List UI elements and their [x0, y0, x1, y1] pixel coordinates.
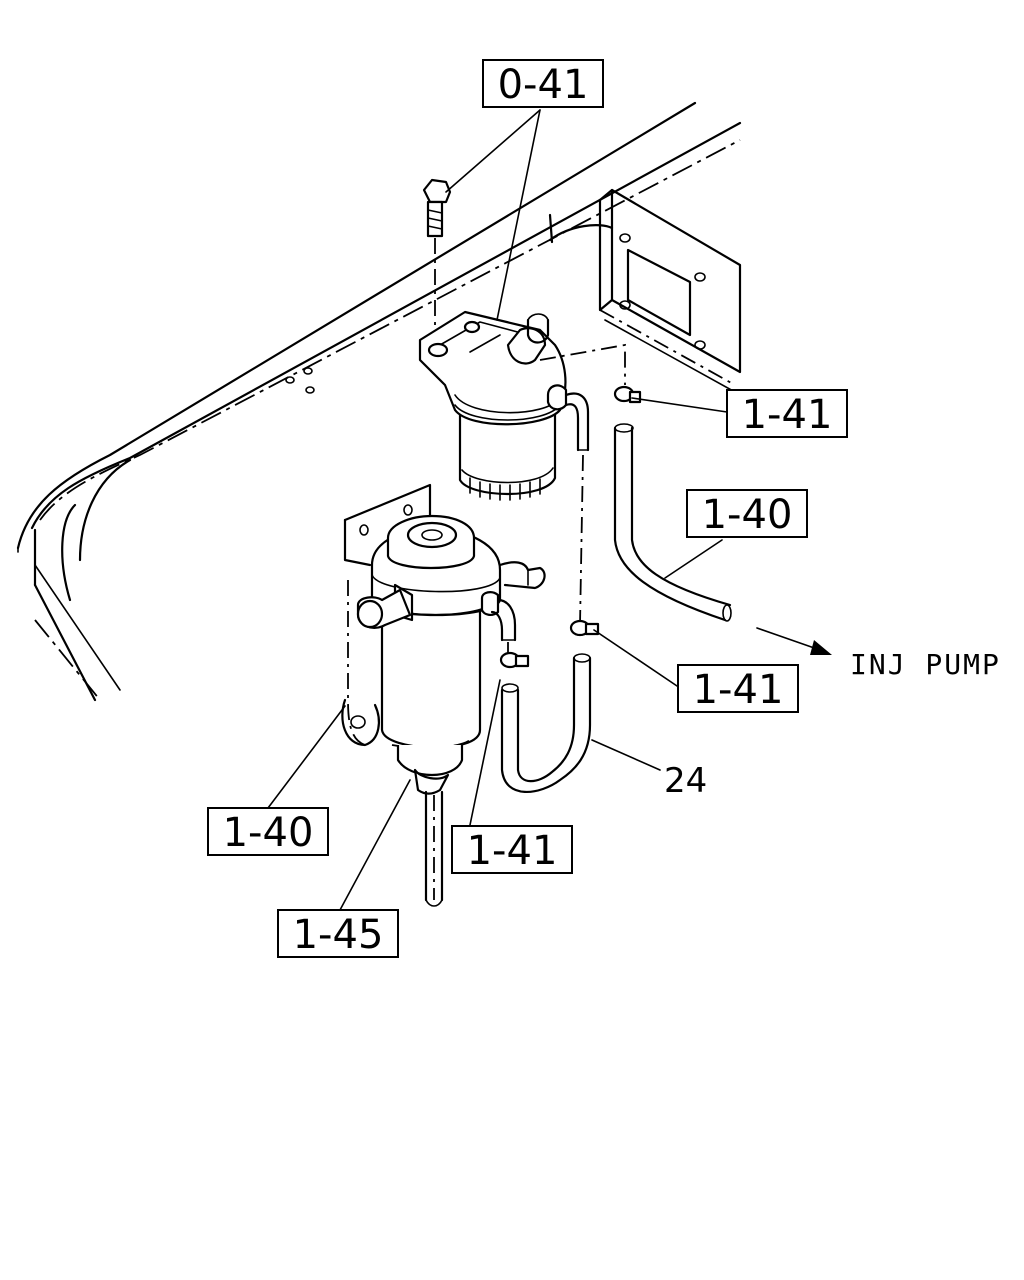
callout-1-40-upper: 1-40 [686, 489, 808, 538]
callout-1-40-lower: 1-40 [207, 807, 329, 856]
callout-text: 1-45 [293, 912, 384, 958]
mounting-bolt [422, 178, 452, 345]
callout-text: 1-40 [223, 810, 314, 856]
fuel-hose-u-shape [500, 653, 592, 793]
callout-text: 1-41 [742, 392, 833, 438]
fuel-hose-to-pump [613, 423, 732, 622]
water-separator-assembly [341, 483, 546, 907]
callout-text: 1-41 [467, 828, 558, 874]
callout-1-41-middle: 1-41 [677, 664, 799, 713]
part-number-label: 24 [664, 761, 707, 801]
callout-0-41: 0-41 [482, 59, 604, 108]
callout-text: 1-41 [693, 667, 784, 713]
inj-pump-label: INJ PUMP [850, 648, 1001, 681]
hose-clamp-middle [569, 619, 600, 637]
callout-1-41-upper: 1-41 [726, 389, 848, 438]
callout-1-45: 1-45 [277, 909, 399, 958]
hose-clamp-lower [499, 642, 530, 669]
mounting-bracket-upper [548, 188, 742, 393]
callout-text: 0-41 [498, 62, 589, 108]
frame-rail [16, 101, 742, 702]
upper-fuel-filter [418, 310, 590, 501]
leader-lines [267, 109, 832, 911]
hose-clamp-upper [613, 385, 642, 404]
callout-text: 1-40 [702, 492, 793, 538]
callout-1-41-lower: 1-41 [451, 825, 573, 874]
